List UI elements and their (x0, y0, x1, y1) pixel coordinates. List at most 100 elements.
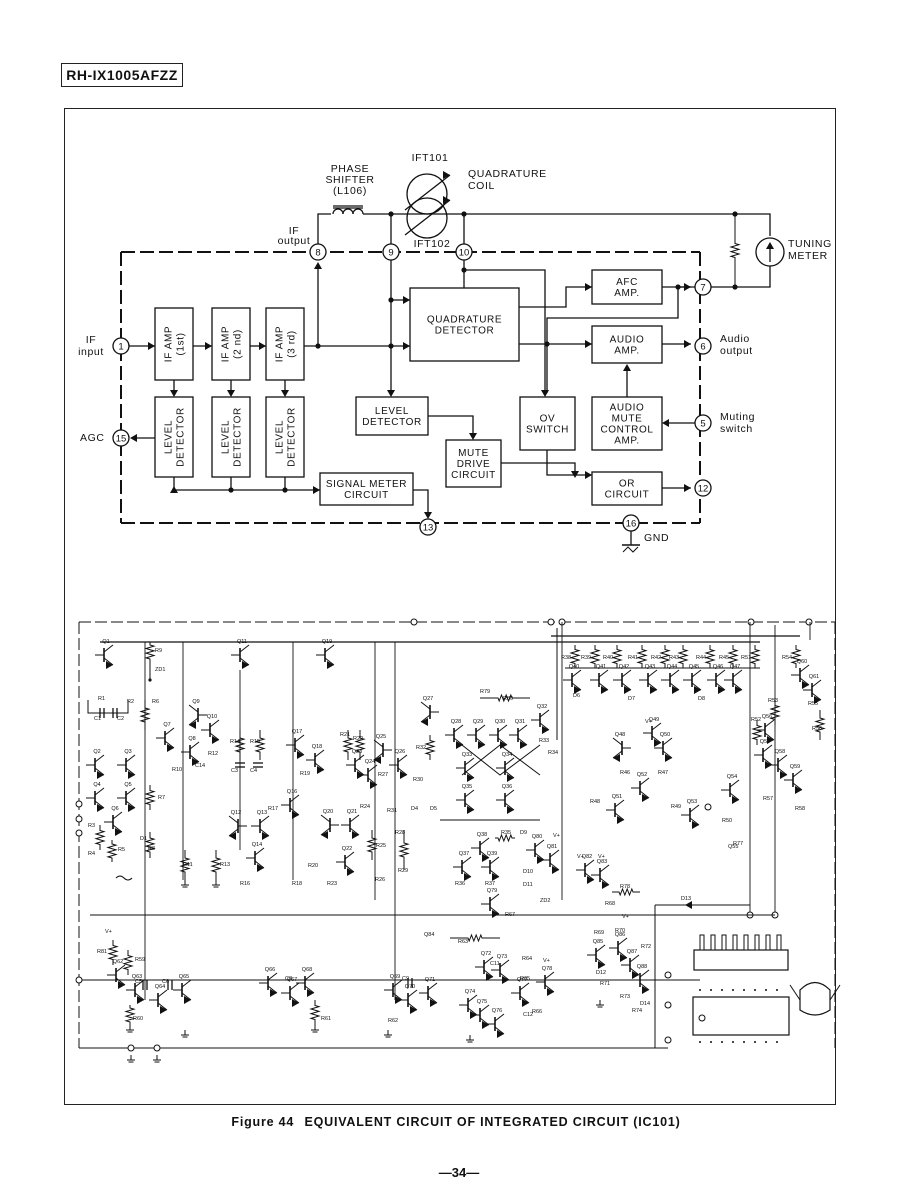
inductor-coil (342, 208, 354, 215)
component-label-r78: R78 (620, 884, 630, 890)
resistor-r9 (144, 642, 156, 662)
component-label-r46: R46 (620, 770, 630, 776)
transistor-q13-collector (259, 815, 270, 824)
package-pin (699, 934, 705, 951)
transistor-q4-emitter (94, 800, 105, 809)
transistor-q1-emitter-arrow (106, 661, 113, 669)
transistor-q39-label: Q39 (487, 851, 497, 857)
component-label-r60: R60 (133, 1016, 143, 1022)
transistor-q48-collector (612, 737, 623, 746)
component-label-c14: C14 (195, 763, 205, 769)
transistor-q4-emitter-arrow (97, 804, 104, 812)
transistor-q86-label: Q86 (615, 932, 625, 938)
transistor-q58-emitter-arrow (780, 771, 787, 779)
or-circuit-block-text: CIRCUIT (605, 490, 650, 501)
transistor-q20-collector (320, 814, 331, 823)
component-label-r55: R55 (808, 701, 818, 707)
pin-marker (704, 803, 712, 811)
transistor-q42-label: Q42 (619, 664, 629, 670)
transistor-q48-emitter-arrow (613, 754, 620, 762)
afc-amp-block-text: AFC (616, 277, 638, 288)
transistor-q85-label: Q85 (593, 939, 603, 945)
pin-number-p13: 13 (423, 523, 434, 534)
transistor-q73-emitter-arrow (502, 976, 509, 984)
transistor-q41-emitter-arrow (601, 686, 608, 694)
transistor-q76-emitter (494, 1026, 505, 1035)
transistor-q37-label: Q37 (459, 851, 469, 857)
mute-drive-block (445, 439, 502, 488)
transistor-q26-emitter (397, 767, 408, 776)
wire (546, 450, 592, 476)
transistor-q13-emitter-arrow (262, 832, 269, 840)
component-label-r28: R28 (395, 830, 405, 836)
component-label-r1: R1 (98, 696, 105, 702)
component-label-d7: D7 (628, 696, 635, 702)
transistor-q68-collector (304, 972, 315, 981)
transistor-q24-emitter-arrow (370, 781, 377, 789)
agc-label: AGC (80, 432, 105, 444)
transistor-q82-collector (584, 859, 595, 868)
transistor-q87-emitter (629, 967, 640, 976)
resistor-r45 (727, 645, 739, 668)
ic-package-drawing (692, 934, 841, 1043)
transistor-q24-collector (367, 764, 378, 773)
transistor-q56-emitter (764, 732, 775, 741)
transistor-q27-emitter (420, 714, 431, 723)
transistor-q11-label: Q11 (237, 639, 247, 645)
ift101-coil (406, 173, 448, 215)
cross-wire (461, 744, 541, 776)
component-label-d8: D8 (698, 696, 705, 702)
package-pin-top (743, 989, 745, 991)
transistor-q68-emitter (304, 985, 315, 994)
component-label-r38: R38 (561, 655, 571, 661)
component-label-r7: R7 (158, 795, 165, 801)
transistor-q3-emitter-arrow (128, 771, 135, 779)
package-pin-top (710, 989, 712, 991)
transistor-q63-emitter-arrow (137, 996, 144, 1004)
component-label-vplus: V+ (598, 854, 605, 860)
resistor-r42 (659, 645, 671, 668)
component-label-r26: R26 (375, 877, 385, 883)
transistor-q7-emitter (164, 740, 175, 749)
transistor-q51-collector (614, 799, 625, 808)
transistor-q51-emitter (614, 812, 625, 821)
package-pin (732, 934, 738, 951)
transistor-q21-collector (349, 814, 360, 823)
resistor-r60 (124, 1005, 136, 1025)
transistor-q45-collector (691, 669, 702, 678)
transistor-q1-emitter (103, 657, 114, 666)
quadrature-coil-label: QUADRATURE (468, 168, 547, 180)
transistor-q35-emitter-arrow (467, 806, 474, 814)
package-end-view (799, 981, 831, 1016)
transistor-q29-collector (475, 724, 486, 733)
transistor-q62-label: Q62 (113, 959, 123, 965)
component-label-r16: R16 (240, 881, 250, 887)
transistor-q34-label: Q34 (502, 752, 512, 758)
transistor-q26-emitter-arrow (400, 771, 407, 779)
transistor-q87-emitter-arrow (632, 971, 639, 979)
component-label-c5: C5 (135, 979, 142, 985)
cross-wire (461, 744, 541, 776)
transistor-q65-label: Q65 (179, 974, 189, 980)
transistor-q71-emitter-arrow (430, 999, 437, 1007)
transistor-q62-emitter-arrow (118, 981, 125, 989)
transistor-q32-emitter-arrow (542, 726, 549, 734)
transistor-q14-label: Q14 (252, 842, 262, 848)
transistor-q9-emitter-arrow (189, 721, 196, 729)
resistor-r13 (210, 850, 222, 880)
pin-number-p8: 8 (315, 248, 320, 259)
transistor-q22-collector (344, 851, 355, 860)
transistor-q33-emitter-arrow (467, 774, 474, 782)
transistor-q57-emitter-arrow (765, 761, 772, 769)
transistor-q18-label: Q18 (312, 744, 322, 750)
transistor-q54-label: Q54 (727, 774, 737, 780)
transistor-q14-emitter (254, 860, 265, 869)
package-pin-top (699, 989, 701, 991)
transistor-q31-collector (517, 724, 528, 733)
component-label-c2: C2 (117, 716, 124, 722)
transistor-q9-label: Q9 (192, 699, 199, 705)
component-label-r81: R81 (97, 949, 107, 955)
pin-number-p5: 5 (700, 419, 705, 430)
transistor-q40-label: Q40 (569, 664, 579, 670)
